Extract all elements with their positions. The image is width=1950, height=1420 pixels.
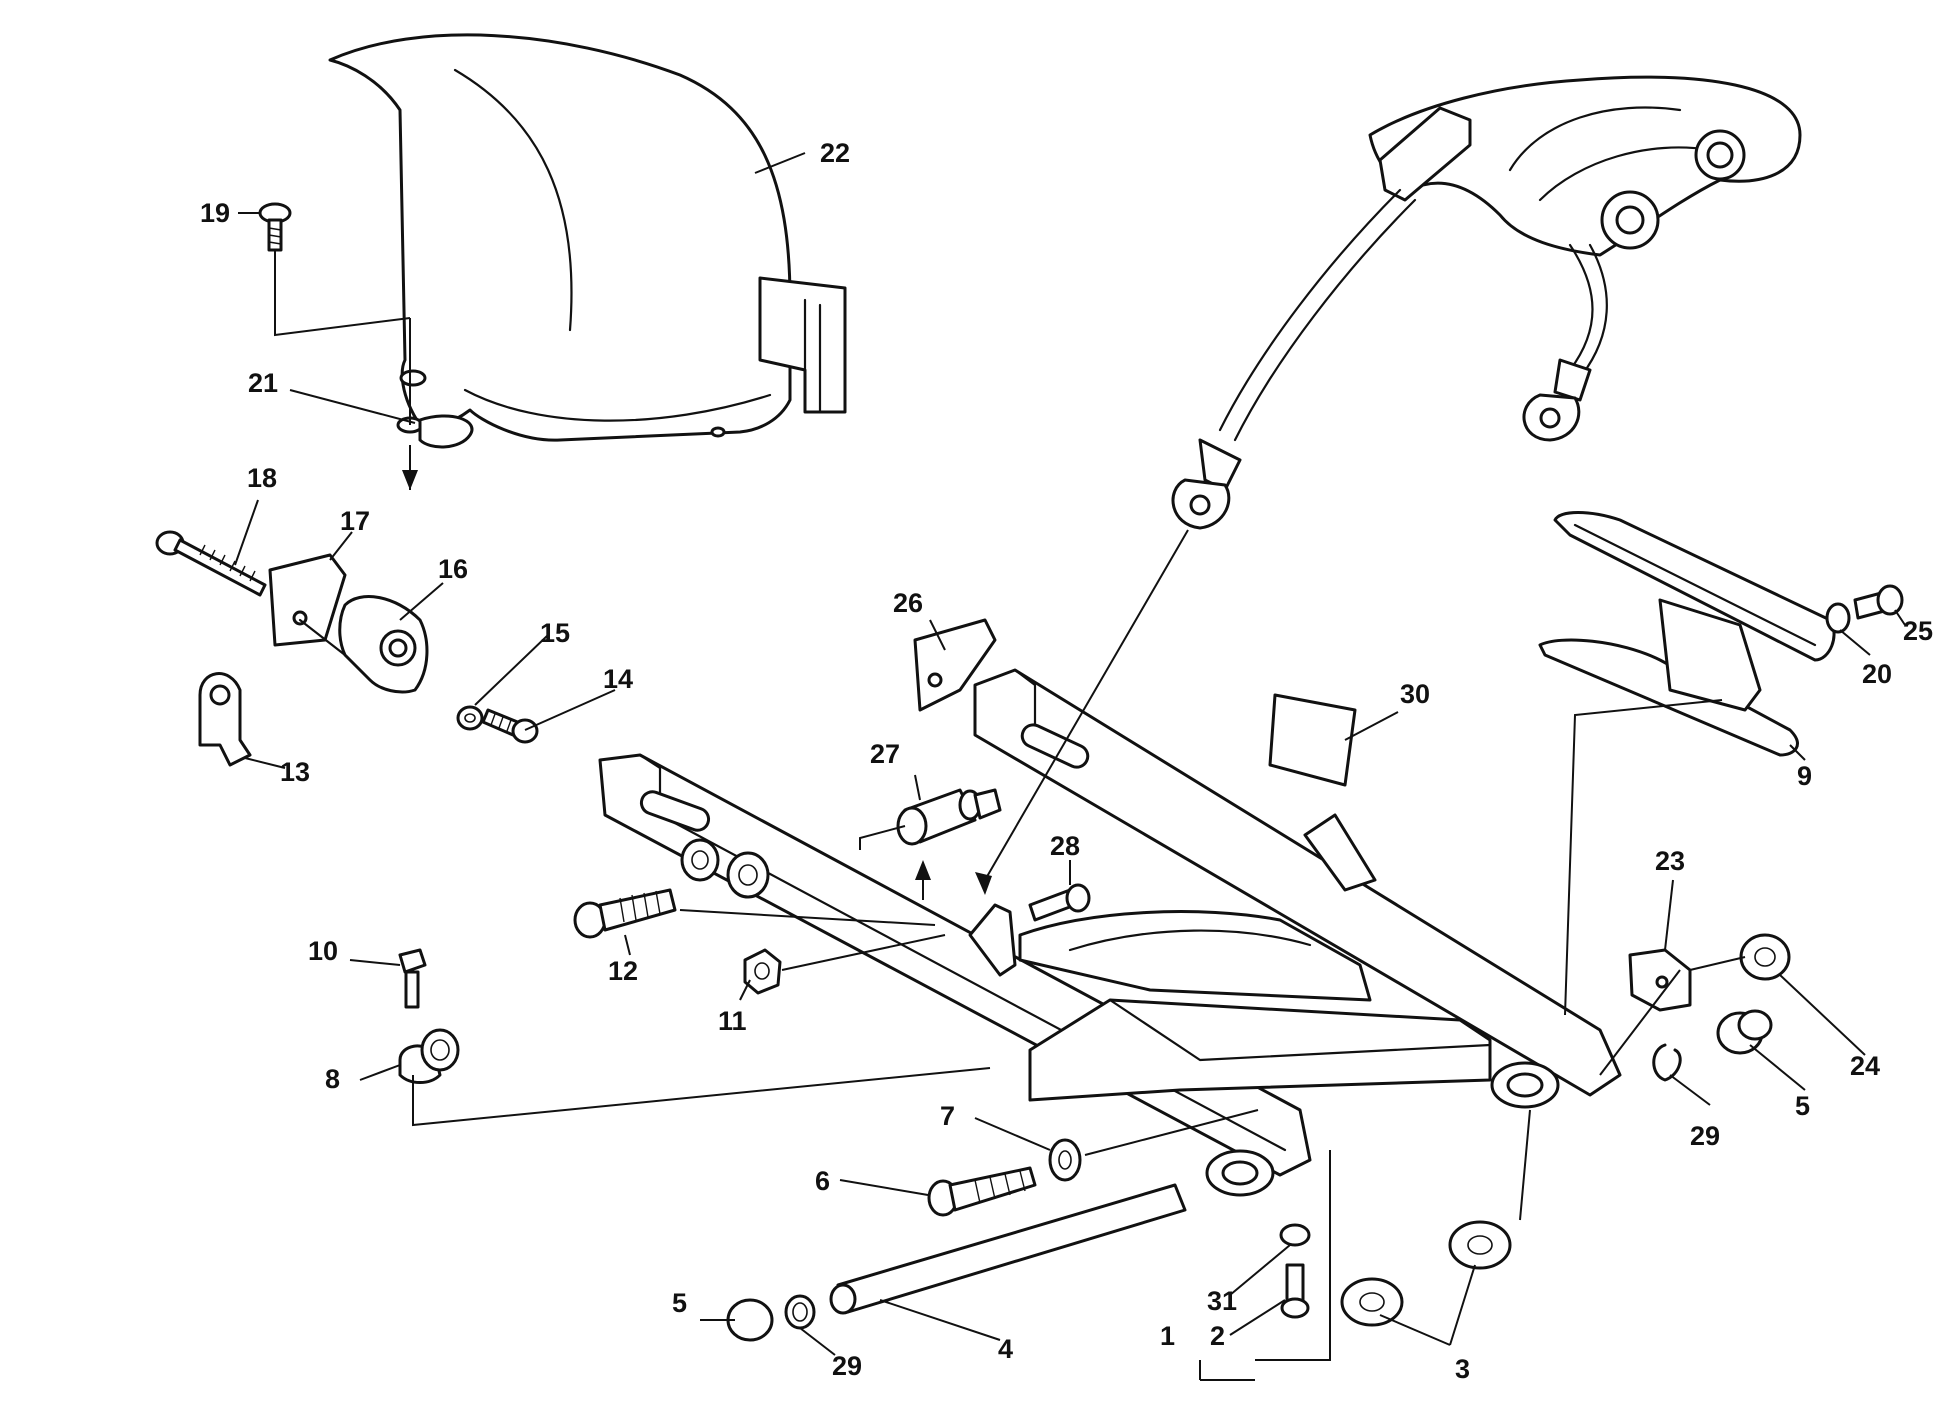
- callout-22: 22: [820, 138, 850, 168]
- callout-29-left: 29: [832, 1351, 862, 1381]
- callout-6: 6: [815, 1166, 830, 1196]
- bolt-10: [398, 948, 427, 1009]
- screw-25: [1853, 584, 1904, 620]
- callout-19: 19: [200, 198, 230, 228]
- assembly-lines: [274, 250, 1746, 1361]
- plate-17: [268, 553, 347, 647]
- spacer-27: [896, 788, 1002, 846]
- bolt-18: [155, 530, 267, 597]
- screw-12: [573, 888, 677, 939]
- callout-12: 12: [608, 956, 638, 986]
- callout-5-right: 5: [1795, 1091, 1810, 1121]
- screw-14: [481, 708, 539, 744]
- plate-26: [913, 618, 997, 712]
- callout-1: 1: [1160, 1321, 1175, 1351]
- callout-25: 25: [1903, 616, 1933, 646]
- chain-guide-9: [1538, 511, 1836, 757]
- screw-19: [258, 202, 292, 252]
- washer-31: [1279, 1223, 1311, 1247]
- bracket-13: [198, 672, 252, 767]
- callout-29-right: 29: [1690, 1121, 1720, 1151]
- callout-23: 23: [1655, 846, 1685, 876]
- screw-2: [1280, 1263, 1310, 1319]
- circlip-29-left: [784, 1294, 816, 1330]
- washer-20: [1825, 602, 1851, 634]
- callout-28: 28: [1050, 831, 1080, 861]
- plate-23: [1628, 948, 1692, 1012]
- cap-5-right: [1716, 1009, 1773, 1055]
- swingarm: [598, 668, 1622, 1197]
- callout-leaders: [234, 152, 1906, 1381]
- callout-27: 27: [870, 739, 900, 769]
- bush-pair: [680, 838, 770, 899]
- callout-16: 16: [438, 554, 468, 584]
- callout-30: 30: [1400, 679, 1430, 709]
- screw-6: [927, 1166, 1037, 1217]
- pivot-shaft-4: [829, 1183, 1187, 1315]
- callout-31: 31: [1207, 1286, 1237, 1316]
- pad-30: [1268, 693, 1357, 787]
- washer-3-lower: [1340, 1277, 1404, 1327]
- nut-24: [1739, 933, 1791, 981]
- chain-adjuster-16: [298, 595, 429, 694]
- screw-28: [1028, 883, 1091, 922]
- washer-7: [1048, 1138, 1082, 1182]
- circlip-29-right: [1652, 1043, 1682, 1082]
- callout-3: 3: [1455, 1354, 1470, 1384]
- callout-2: 2: [1210, 1321, 1225, 1351]
- callout-11: 11: [718, 1006, 747, 1036]
- washer-15: [456, 705, 484, 731]
- clamp-8: [398, 1028, 460, 1084]
- callout-8: 8: [325, 1064, 340, 1094]
- callout-26: 26: [893, 588, 923, 618]
- callout-18: 18: [247, 463, 277, 493]
- callout-20: 20: [1862, 659, 1892, 689]
- callout-labels: 22 19 21 18 17 16 15 14 13 26 27 28 30 1…: [200, 138, 1933, 1384]
- brake-hose-and-bracket: [1171, 75, 1802, 530]
- callout-15: 15: [540, 618, 570, 648]
- nut-11: [743, 948, 782, 995]
- callout-24: 24: [1850, 1051, 1880, 1081]
- callout-21: 21: [248, 368, 278, 398]
- callout-4: 4: [998, 1334, 1013, 1364]
- callout-17: 17: [340, 506, 370, 536]
- callout-13: 13: [280, 757, 310, 787]
- callout-5-left: 5: [672, 1288, 687, 1318]
- callout-14: 14: [603, 664, 633, 694]
- callout-10: 10: [308, 936, 338, 966]
- callout-7: 7: [940, 1101, 955, 1131]
- washer-3-upper: [1448, 1220, 1512, 1270]
- rear-mudguard: [328, 33, 847, 442]
- callout-9: 9: [1797, 761, 1812, 791]
